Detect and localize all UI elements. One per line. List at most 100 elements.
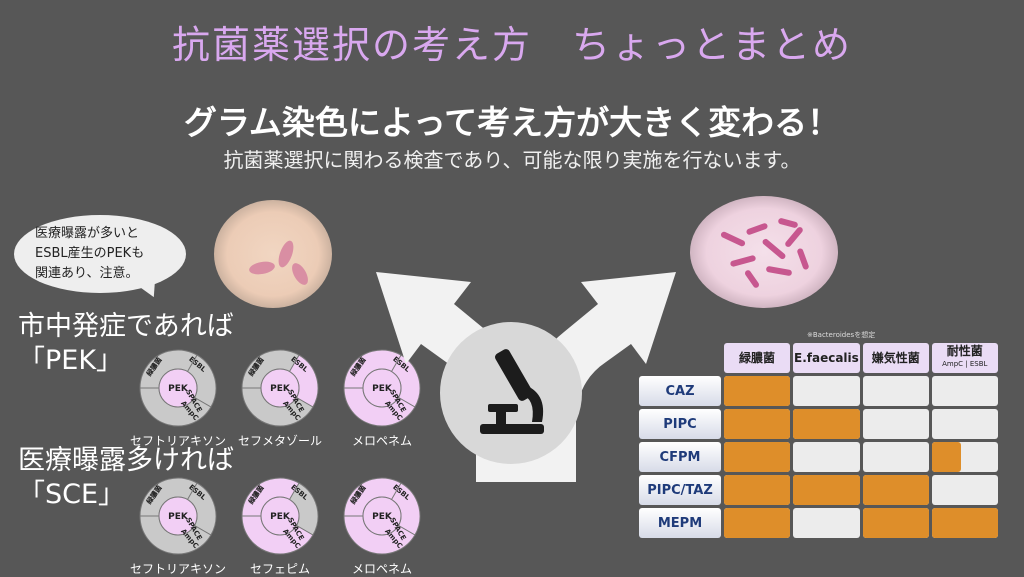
case-community: 市中発症であれば 「PEK」 (18, 310, 234, 378)
coverage-fill (931, 508, 998, 538)
coverage-cell (793, 442, 860, 472)
coverage-fill (724, 442, 790, 472)
coverage-cell (862, 442, 929, 472)
column-header-label: E.faecalis (794, 350, 859, 365)
case-community-line2: 「PEK」 (18, 345, 124, 376)
table-row: MEPM (639, 508, 998, 538)
pek-core (260, 496, 300, 536)
column-header-label: 耐性菌 (946, 344, 983, 358)
coverage-cell (862, 508, 929, 538)
coverage-cell (862, 409, 929, 439)
pek-core (362, 496, 402, 536)
antibiotic-name: メロペネム (351, 434, 412, 448)
table-note: ※Bacteroidesを想定 (807, 331, 876, 339)
coverage-fill (724, 376, 790, 406)
speech-bubble-text: 医療曝露が多いと ESBL産生のPEKも 関連あり、注意。 (35, 226, 145, 281)
pek-label: PEK (372, 512, 393, 522)
antibiotic-name: セフメタゾール (237, 434, 322, 448)
coverage-fill (724, 409, 790, 439)
pek-core (362, 368, 402, 408)
coverage-cell (724, 442, 790, 472)
antibiotic-name: セフェピム (249, 562, 310, 576)
coverage-cell (724, 475, 790, 505)
gram-positive-cocci-image (214, 200, 332, 308)
column-header-label: 嫌気性菌 (871, 350, 920, 365)
coverage-cell (793, 376, 860, 406)
pek-core (260, 368, 300, 408)
page-title: 抗菌薬選択の考え方 ちょっとまとめ (171, 23, 852, 67)
gram-positive-cocci-icon (249, 240, 308, 285)
case-healthcare-line2: 「SCE」 (18, 479, 126, 510)
pek-label: PEK (372, 384, 393, 394)
coverage-cell (931, 376, 998, 406)
gram-negative-rods-icon (720, 218, 809, 288)
coverage-fill (862, 475, 929, 505)
coverage-fill (931, 442, 962, 472)
drug-label: PIPC (639, 409, 721, 439)
case-healthcare-line1: 医療曝露多ければ (18, 445, 234, 476)
pek-core (158, 496, 198, 536)
pek-label: PEK (270, 512, 291, 522)
antibiotic-name: セフトリアキソン (129, 434, 226, 448)
antibiotic-name: セフトリアキソン (129, 562, 226, 576)
coverage-cell (793, 475, 860, 505)
table-row: PIPC/TAZ (639, 475, 998, 505)
pek-label: PEK (270, 384, 291, 394)
coverage-fill (724, 508, 790, 538)
coverage-cell (862, 376, 929, 406)
speech-bubble: 医療曝露が多いと ESBL産生のPEKも 関連あり、注意。 (14, 215, 186, 293)
column-header: 嫌気性菌 (862, 343, 929, 373)
coverage-cell (793, 508, 860, 538)
pek-label: PEK (168, 512, 189, 522)
column-header-label: 緑膿菌 (738, 350, 775, 365)
coverage-cell (931, 442, 998, 472)
pek-label: PEK (168, 384, 189, 394)
column-header: 緑膿菌 (724, 343, 790, 373)
coverage-cell (724, 508, 790, 538)
coverage-fill (793, 475, 860, 505)
drug-label: CAZ (639, 376, 721, 406)
coverage-cell (931, 475, 998, 505)
coverage-cell (793, 409, 860, 439)
pek-core (158, 368, 198, 408)
coverage-cell (931, 409, 998, 439)
coverage-fill (724, 475, 790, 505)
table-row: CFPM (639, 442, 998, 472)
microscope-icon (480, 349, 544, 434)
drug-label: MEPM (639, 508, 721, 538)
drug-label: CFPM (639, 442, 721, 472)
table-corner (639, 343, 721, 373)
coverage-cell (724, 376, 790, 406)
subtitle: 抗菌薬選択に関わる検査であり、可能な限り実施を行ないます。 (223, 148, 801, 172)
coverage-fill (793, 409, 860, 439)
case-healthcare: 医療曝露多ければ 「SCE」 (18, 444, 234, 512)
column-header: 耐性菌 AmpC | ESBL (931, 343, 998, 373)
case-community-line1: 市中発症であれば (18, 311, 234, 342)
microscope-badge (440, 322, 582, 464)
gram-negative-rods-image (690, 196, 838, 308)
coverage-cell (862, 475, 929, 505)
coverage-fill (862, 508, 929, 538)
drug-label: PIPC/TAZ (639, 475, 721, 505)
column-header-sub: AmpC | ESBL (942, 360, 988, 368)
table-row: PIPC (639, 409, 998, 439)
column-header: E.faecalis (793, 343, 860, 373)
coverage-cell (931, 508, 998, 538)
coverage-cell (724, 409, 790, 439)
headline: グラム染色によって考え方が大きく変わる！ (183, 103, 841, 142)
antibiotic-name: メロペネム (351, 562, 412, 576)
table-row: CAZ (639, 376, 998, 406)
